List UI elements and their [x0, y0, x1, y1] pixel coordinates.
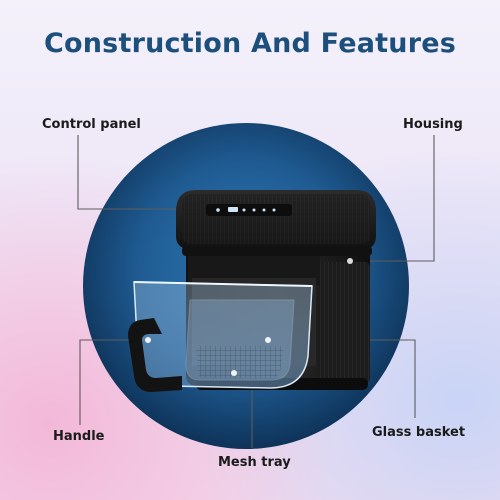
handle-callout: [79, 339, 148, 425]
glass-basket: [133, 281, 313, 389]
mesh-tray: [196, 346, 284, 378]
housing-callout: [352, 135, 435, 262]
page-title: Construction And Features: [44, 28, 456, 59]
housing-label: Housing: [403, 117, 463, 132]
glass-basket-label: Glass basket: [372, 425, 466, 440]
control-panel-label: Control panel: [42, 117, 141, 132]
mesh-tray-label: Mesh tray: [218, 455, 291, 470]
handle-label: Handle: [53, 429, 105, 444]
handle: [128, 318, 182, 392]
